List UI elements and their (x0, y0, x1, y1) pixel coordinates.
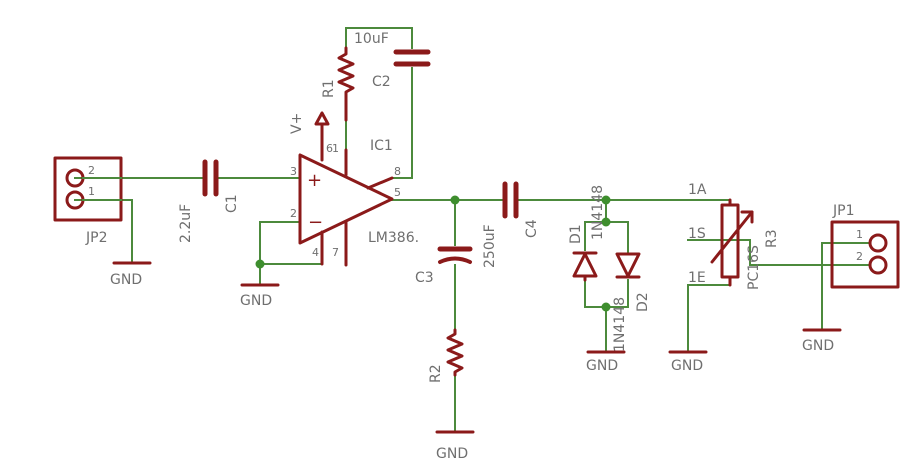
c4-name: C4 (524, 219, 540, 238)
ic1-name: IC1 (370, 138, 393, 154)
opamp-pin1: 1 (332, 142, 339, 155)
c3-value: 250uF (482, 224, 498, 268)
gnd-label-diodes: GND (586, 358, 618, 374)
opamp-pin3: 3 (290, 165, 297, 178)
r3-name: R3 (764, 229, 780, 248)
d1-value: 1N4148 (590, 185, 606, 240)
jp1-name: JP1 (832, 203, 854, 219)
d2-name: D2 (635, 292, 651, 312)
gnd-label-jp2: GND (110, 272, 142, 288)
c2-value: 10uF (354, 31, 389, 47)
c2-name: C2 (372, 74, 391, 90)
wires (74, 27, 871, 431)
opamp-pin2: 2 (290, 207, 297, 220)
opamp-pin8: 8 (394, 165, 401, 178)
resistor-r2: R2 (428, 328, 464, 383)
diode-d1: D1 1N4148 (568, 185, 606, 282)
d1-name: D1 (568, 224, 584, 244)
gnd-symbols: GND GND GND GND GND GND (110, 261, 842, 462)
gnd-label-opamp: GND (240, 293, 272, 309)
r3-value: PC16S (746, 245, 762, 290)
c1-name: C1 (224, 194, 240, 213)
vplus-label: V+ (289, 113, 305, 134)
potentiometer-r3: 1A 1S 1E R3 PC16S (688, 182, 780, 290)
pot-pin-1s: 1S (688, 226, 706, 242)
junctions (255, 195, 611, 312)
jp1-pin1-label: 1 (856, 228, 863, 241)
gnd-label-pot: GND (671, 358, 703, 374)
ic1-value: LM386. (368, 230, 419, 246)
pot-pin-1a: 1A (688, 182, 707, 198)
jp2-pin2-label: 2 (88, 164, 95, 177)
opamp-pin4: 4 (312, 246, 319, 259)
c3-name: C3 (415, 270, 434, 286)
r2-name: R2 (428, 364, 444, 383)
capacitor-c3: C3 250uF (415, 224, 498, 286)
opamp-minus: − (308, 212, 323, 233)
capacitor-c4: C4 (502, 181, 540, 238)
jp2-name: JP2 (85, 230, 107, 246)
gnd-label-jp1: GND (802, 338, 834, 354)
resistor-r1: R1 (321, 46, 355, 122)
capacitor-c2: 10uF C2 (354, 31, 431, 90)
opamp-plus: + (307, 170, 322, 191)
diode-d2: D2 1N4148 (612, 252, 651, 352)
opamp-ic1: + − 3 2 6 1 8 5 4 7 IC1 LM386. (290, 138, 419, 267)
jp2-connector: 2 1 JP2 (53, 156, 123, 246)
pot-pin-1e: 1E (688, 270, 706, 286)
opamp-pin5: 5 (394, 186, 401, 199)
gnd-label-r2: GND (436, 446, 468, 462)
opamp-pin7: 7 (332, 246, 339, 259)
jp1-pin2-label: 2 (856, 250, 863, 263)
jp2-pin1-label: 1 (88, 185, 95, 198)
jp1-connector: 1 2 JP1 (830, 203, 900, 289)
r1-name: R1 (321, 79, 337, 98)
vplus-supply: V+ (289, 111, 330, 142)
d2-value: 1N4148 (612, 297, 628, 352)
opamp-pin6: 6 (326, 142, 333, 155)
capacitor-c1: C1 2.2uF (178, 159, 240, 243)
c1-value: 2.2uF (178, 204, 194, 243)
